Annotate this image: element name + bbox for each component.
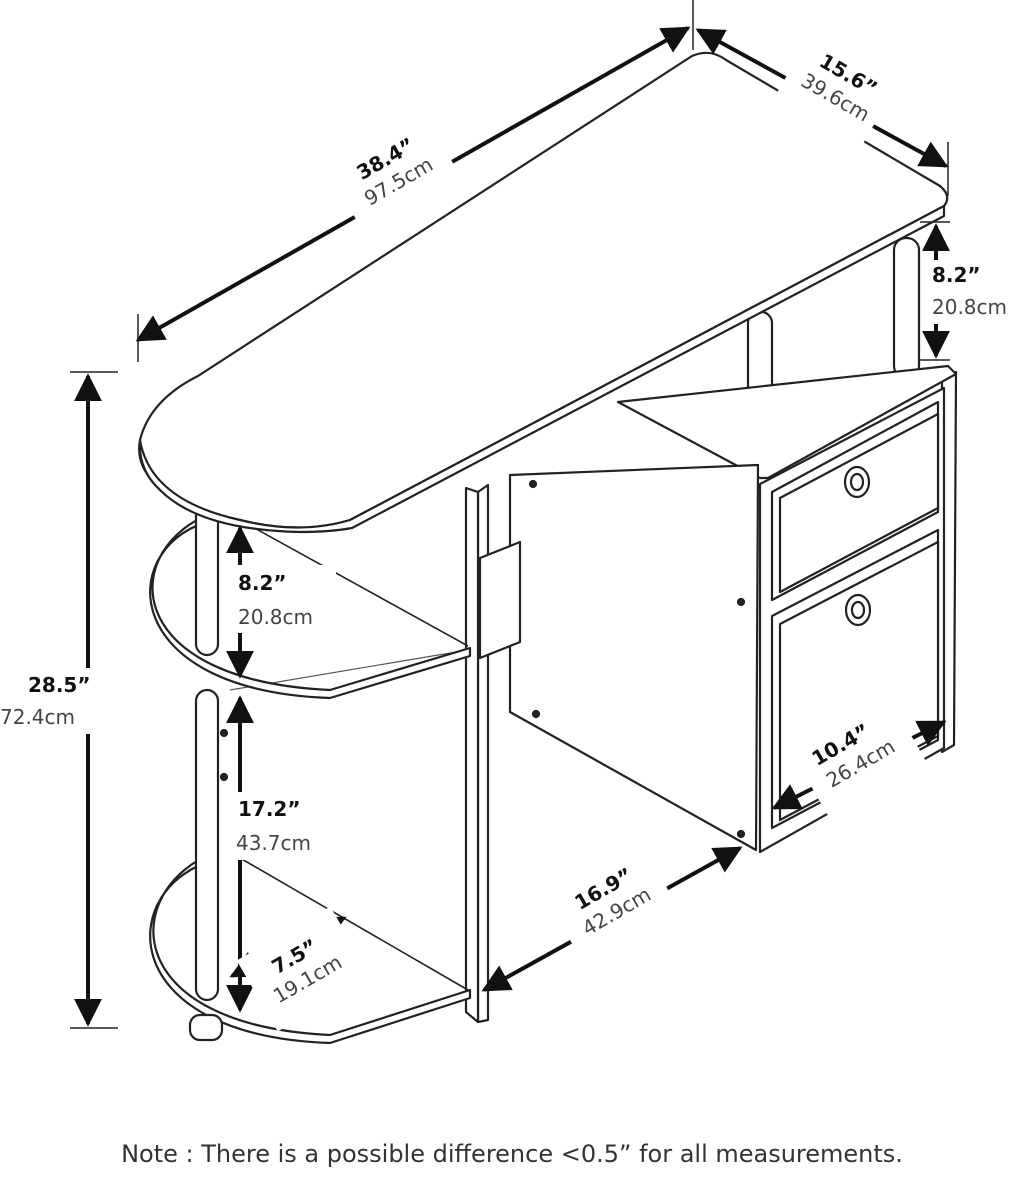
dim-top-shelf-gap: 8.2” 20.8cm <box>932 263 1007 319</box>
svg-text:17.2”: 17.2” <box>238 797 301 821</box>
dim-total-height: 28.5” 72.4cm <box>0 673 91 729</box>
label-masks <box>0 26 1024 1032</box>
support-board <box>464 486 480 1024</box>
drawer-bottom-pull-inner <box>850 600 866 620</box>
svg-text:8.2”: 8.2” <box>932 263 981 287</box>
desktop-edge <box>138 204 946 534</box>
drawer-top-face <box>778 412 940 594</box>
drawer-top-pull-inner <box>849 472 865 492</box>
svg-text:20.8cm: 20.8cm <box>932 295 1007 319</box>
svg-text:20.8cm: 20.8cm <box>238 605 313 629</box>
inner-panel <box>508 463 760 852</box>
svg-text:28.5”: 28.5” <box>28 673 91 697</box>
measurement-note: Note : There is a possible difference <0… <box>121 1140 903 1168</box>
front-leg-lower <box>194 688 220 1002</box>
front-leg <box>194 503 220 657</box>
middle-shelf <box>149 510 472 700</box>
foot <box>188 1013 224 1042</box>
svg-text:8.2”: 8.2” <box>238 571 287 595</box>
svg-text:72.4cm: 72.4cm <box>0 705 75 729</box>
svg-text:43.7cm: 43.7cm <box>236 831 311 855</box>
modesty-strip <box>478 540 522 660</box>
extension-lines <box>70 0 950 1029</box>
bottom-shelf <box>149 850 472 1045</box>
dim-lower-shelf: 17.2” 43.7cm <box>236 797 311 855</box>
dim-upper-shelf: 8.2” 20.8cm <box>238 571 313 629</box>
